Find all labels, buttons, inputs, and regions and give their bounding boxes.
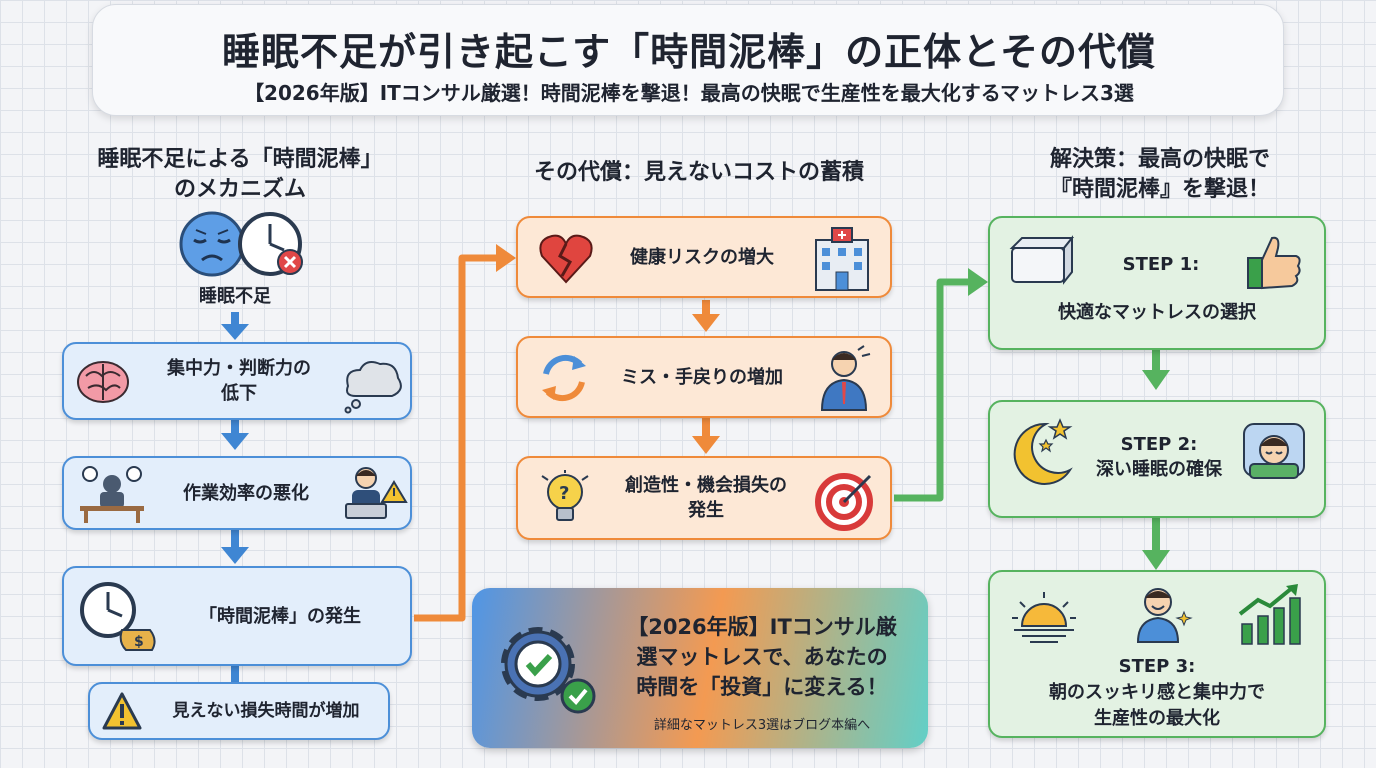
health-risk-text: 健康リスクの増大 xyxy=(630,246,774,268)
right-flow-arrows xyxy=(1142,350,1170,570)
left-flow-arrows xyxy=(221,312,249,682)
middle-flow-arrows xyxy=(692,300,720,454)
time-thief-occurrence-text: 「時間泥棒」の発生 xyxy=(199,605,361,627)
refreshed-person-icon xyxy=(1136,588,1193,643)
health-risk-box: 健康リスクの増大 xyxy=(516,216,892,298)
time-thief-occurrence-box: $ 「時間泥棒」の発生 xyxy=(62,566,412,666)
green-connector xyxy=(894,278,972,502)
svg-text:$: $ xyxy=(134,634,144,650)
step3-text: STEP 3: 朝のスッキリ感と集中力で 生産性の最大化 xyxy=(1049,656,1265,729)
middle-column-title: その代償：見えないコストの蓄積 xyxy=(533,160,864,185)
step3-box: STEP 3: 朝のスッキリ感と集中力で 生産性の最大化 xyxy=(988,570,1326,738)
focus-decline-box: 集中力・判断力の 低下 xyxy=(62,342,412,420)
brain-icon xyxy=(77,361,129,403)
page-title: 睡眠不足が引き起こす「時間泥棒」の正体とその代償 xyxy=(221,30,1157,74)
hidden-loss-text: 見えない損失時間が増加 xyxy=(172,700,360,721)
sunrise-icon xyxy=(1012,592,1076,643)
sleep-deprived-icon xyxy=(179,211,303,277)
promo-panel: 【2026年版】ITコンサル厳 選マットレスで、あなたの 時間を「投資」に変える… xyxy=(472,588,928,748)
step1-box: STEP 1: 快適なマットレスの選択 xyxy=(988,216,1326,350)
page-subtitle: 【2026年版】ITコンサル厳選！時間泥棒を撃退！最高の快眠で生産性を最大化する… xyxy=(244,81,1134,105)
moon-stars-icon xyxy=(1013,418,1073,485)
stressed-worker-icon xyxy=(345,467,408,519)
sleep-deprivation-label: 睡眠不足 xyxy=(199,286,271,307)
hidden-loss-box: 見えない損失時間が増加 xyxy=(88,682,390,740)
target-icon xyxy=(815,473,873,531)
efficiency-decline-box: 作業効率の悪化 xyxy=(62,456,412,530)
refresh-arrows-icon xyxy=(542,354,586,402)
step1-label: STEP 1: xyxy=(1122,254,1200,275)
mistakes-rework-box: ミス・手戻りの増加 xyxy=(516,336,892,418)
step2-text: STEP 2: 深い睡眠の確保 xyxy=(1096,434,1222,480)
frustrated-worker-icon xyxy=(820,345,871,411)
growth-chart-icon xyxy=(1238,584,1301,645)
promo-note[interactable]: 詳細なマットレス3選はブログ本編へ xyxy=(653,718,871,733)
mattress-icon xyxy=(1009,235,1075,285)
mistakes-rework-text: ミス・手戻りの増加 xyxy=(621,366,783,388)
step2-box: STEP 2: 深い睡眠の確保 xyxy=(988,400,1326,518)
svg-text:?: ? xyxy=(559,483,569,504)
focus-decline-text: 集中力・判断力の 低下 xyxy=(167,358,311,404)
lightbulb-question-icon: ? xyxy=(541,470,589,521)
creativity-loss-text: 創造性・機会損失の 発生 xyxy=(625,475,787,521)
hospital-icon xyxy=(815,227,869,291)
gear-check-icon xyxy=(501,627,596,714)
header-panel: 睡眠不足が引き起こす「時間泥棒」の正体とその代償 【2026年版】ITコンサル厳… xyxy=(92,4,1284,116)
overwhelmed-worker-icon xyxy=(80,466,144,523)
thought-cloud-icon xyxy=(344,361,402,414)
left-column-title: 睡眠不足による「時間泥棒」 のメカニズム xyxy=(97,147,383,202)
promo-text: 【2026年版】ITコンサル厳 選マットレスで、あなたの 時間を「投資」に変える… xyxy=(627,615,897,699)
broken-heart-icon xyxy=(539,234,593,284)
clock-money-icon: $ xyxy=(80,582,156,651)
sleeping-person-icon xyxy=(1243,423,1305,479)
efficiency-decline-text: 作業効率の悪化 xyxy=(183,482,309,504)
creativity-loss-box: ? 創造性・機会損失の 発生 xyxy=(516,456,892,540)
thumbs-up-icon xyxy=(1247,236,1301,290)
orange-connector xyxy=(414,254,500,622)
step1-text: 快適なマットレスの選択 xyxy=(1058,302,1256,323)
warning-icon xyxy=(102,692,142,730)
right-column-title: 解決策：最高の快眠で 『時間泥棒』を撃退！ xyxy=(1049,147,1270,202)
